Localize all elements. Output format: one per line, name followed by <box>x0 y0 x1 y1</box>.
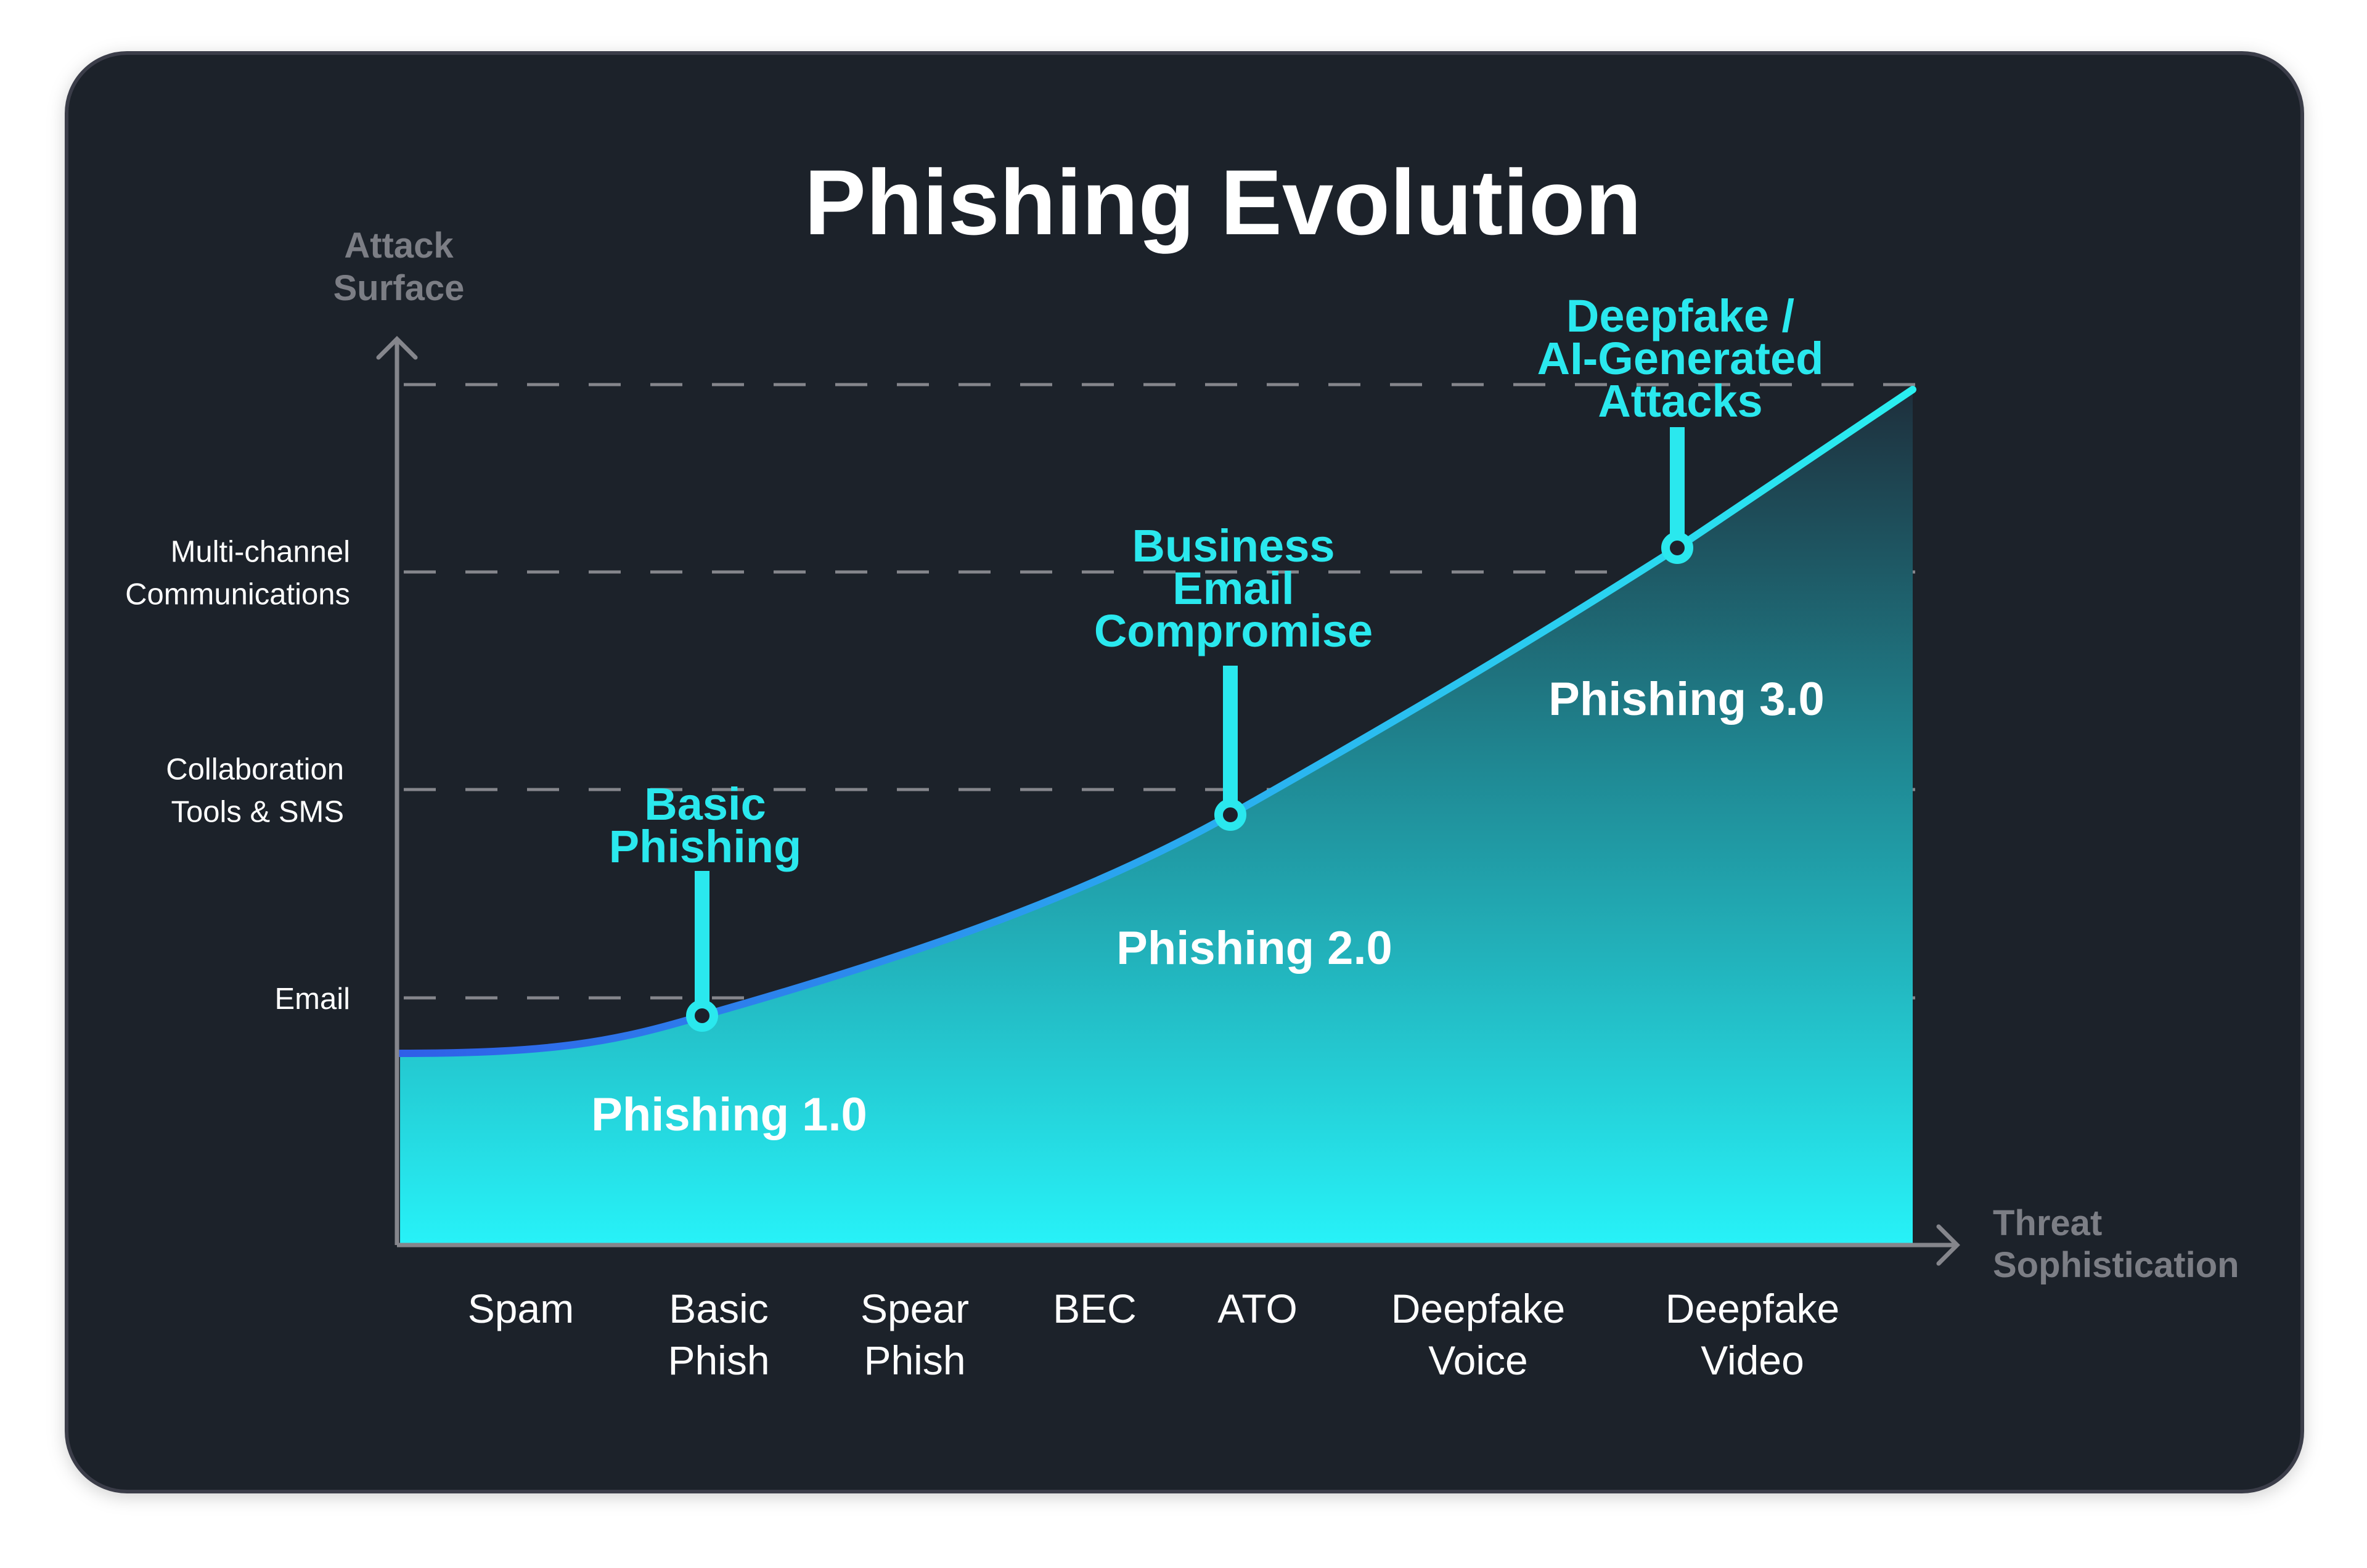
y-axis-title: Attack <box>344 226 454 266</box>
trend-line <box>396 386 1916 1057</box>
era-label: Phishing 3.0 <box>1548 673 1825 725</box>
x-tick-label: Voice <box>1428 1337 1527 1383</box>
y-tick-label: Communications <box>125 578 350 611</box>
x-tick-label: BEC <box>1053 1286 1137 1331</box>
y-tick-label: Tools & SMS <box>171 796 344 829</box>
x-tick-label: Phish <box>864 1337 965 1383</box>
milestone-label: Basic <box>644 778 766 830</box>
milestone-label: AI-Generated <box>1537 333 1824 384</box>
milestone-label: Deepfake / <box>1566 290 1794 341</box>
milestone-marker <box>686 1000 718 1032</box>
x-tick-label: Video <box>1701 1337 1804 1383</box>
x-tick-label: Spam <box>468 1286 574 1331</box>
x-tick-label: Spear <box>861 1286 969 1331</box>
milestone-label: Phishing <box>609 821 801 872</box>
x-tick-label: Phish <box>668 1337 769 1383</box>
chart-title: Phishing Evolution <box>804 150 1641 254</box>
y-axis-arrow-icon <box>376 336 418 360</box>
x-tick-label: Deepfake <box>1666 1286 1840 1331</box>
x-tick-label: Basic <box>669 1286 768 1331</box>
x-tick-label: ATO <box>1217 1286 1298 1331</box>
milestone-label: Compromise <box>1094 605 1373 656</box>
x-tick-label: Deepfake <box>1391 1286 1566 1331</box>
milestone-marker <box>1214 799 1246 831</box>
y-axis-title: Surface <box>333 268 465 308</box>
x-axis-title: Sophistication <box>1993 1245 2239 1285</box>
milestone-label: Email <box>1172 563 1294 614</box>
y-tick-label: Collaboration <box>166 753 344 786</box>
milestone-marker <box>1661 532 1693 564</box>
y-tick-label: Email <box>274 982 350 1016</box>
milestone-label: Business <box>1132 520 1335 571</box>
x-axis-arrow-icon <box>1936 1224 1960 1266</box>
area-fill <box>400 390 1913 1245</box>
milestone-label: Attacks <box>1598 375 1762 427</box>
era-label: Phishing 2.0 <box>1116 922 1392 974</box>
y-tick-label: Multi-channel <box>171 536 350 569</box>
x-axis-title: Threat <box>1993 1203 2102 1243</box>
era-label: Phishing 1.0 <box>591 1088 867 1141</box>
